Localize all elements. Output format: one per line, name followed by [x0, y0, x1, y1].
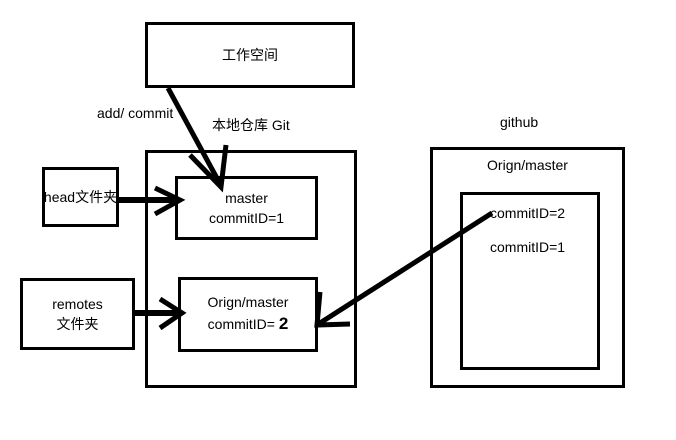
github-commit-id-1: commitID=1 — [490, 239, 566, 255]
master-branch-box: master commitID=1 — [175, 176, 318, 240]
add-commit-label: add/ commit — [97, 105, 174, 121]
github-commit-id-2: commitID=2 — [490, 205, 566, 221]
local-origin-commit-id: commitID= 2 — [208, 312, 289, 337]
head-folder-box: head文件夹 — [42, 167, 119, 227]
local-origin-branch-name: Orign/master — [207, 294, 289, 311]
local-origin-commit-prefix: commitID= — [207, 316, 279, 333]
local-origin-commit-value: 2 — [278, 314, 289, 334]
master-commit-id: commitID=1 — [208, 210, 285, 226]
local-origin-master-box: Orign/master commitID= 2 — [178, 277, 318, 352]
master-branch-name: master — [225, 189, 268, 206]
workspace-label: 工作空间 — [222, 46, 278, 63]
head-folder-label: head文件夹 — [43, 188, 118, 205]
remotes-folder-line2: 文件夹 — [56, 316, 99, 332]
remotes-folder-line1: remotes — [52, 295, 103, 312]
remotes-folder-box: remotes 文件夹 — [20, 278, 135, 350]
local-repo-caption: 本地仓库 Git — [212, 117, 290, 133]
workspace-box: 工作空间 — [145, 22, 355, 88]
github-caption: github — [500, 114, 539, 130]
github-branch-label: Orign/master — [487, 157, 568, 173]
